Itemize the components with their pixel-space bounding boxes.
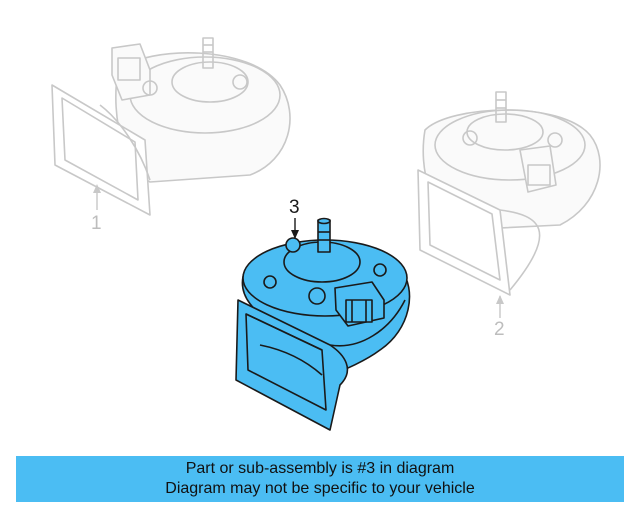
banner-line-part-reference: Part or sub-assembly is #3 in diagram xyxy=(185,460,455,477)
callout-number-1[interactable]: 1 xyxy=(91,213,102,234)
banner-line-disclaimer: Diagram may not be specific to your vehi… xyxy=(165,480,475,497)
callout-number-3[interactable]: 3 xyxy=(289,197,300,218)
horn-1-ghost xyxy=(51,37,291,216)
info-banner: Part or sub-assembly is #3 in diagram Di… xyxy=(16,456,624,502)
callout-arrow-3 xyxy=(291,230,299,239)
horn-3-highlighted xyxy=(235,217,411,431)
callout-number-2[interactable]: 2 xyxy=(494,319,505,340)
callout-arrow-2 xyxy=(496,295,504,304)
horn-2-ghost xyxy=(417,91,601,296)
parts-diagram xyxy=(51,37,601,431)
callout-arrow-1 xyxy=(93,184,101,193)
